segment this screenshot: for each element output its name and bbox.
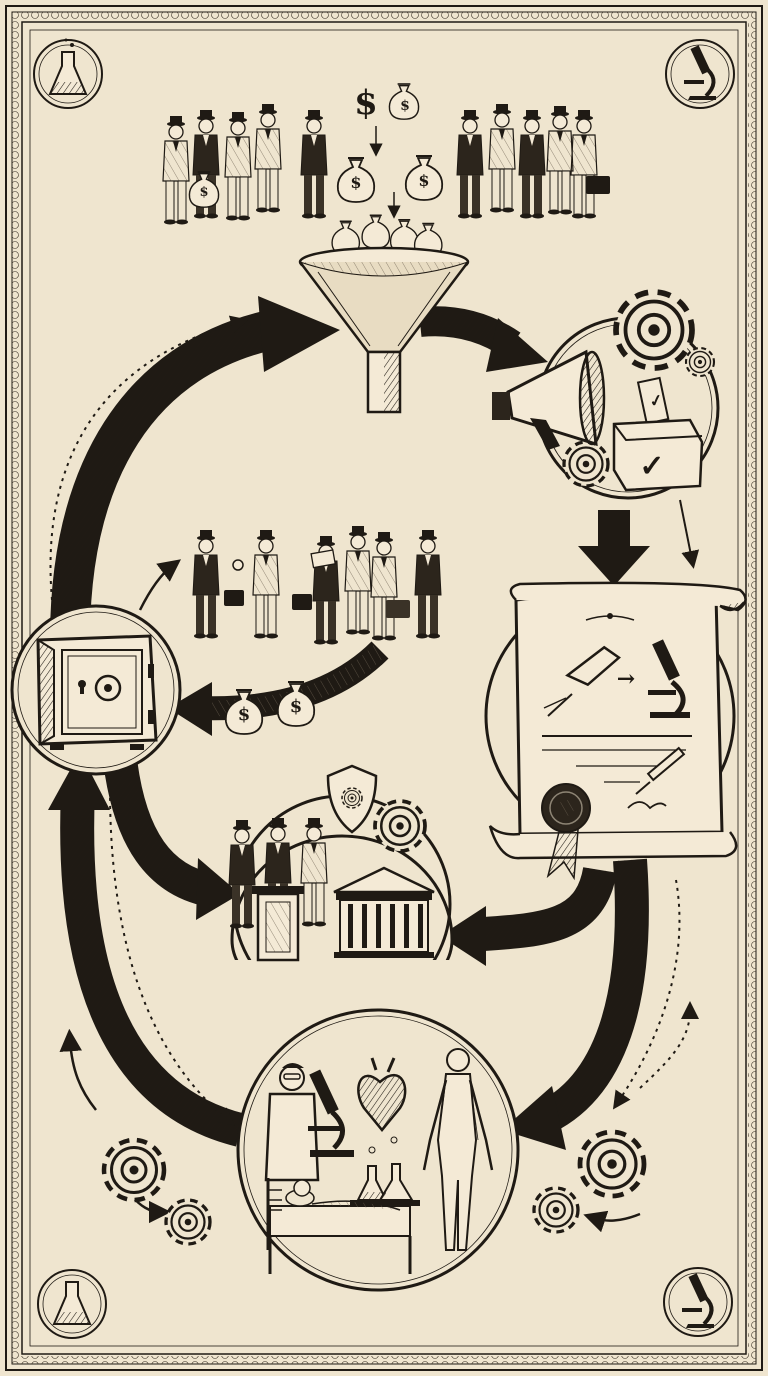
- safe-icon: [36, 634, 158, 750]
- check-mark: ✓: [648, 390, 665, 411]
- money-bags-icon: $ $ $ $ $: [188, 83, 444, 219]
- policy-medallion: →: [484, 581, 747, 881]
- dollar-sign: $: [400, 98, 410, 114]
- government-medallion: [226, 764, 460, 1020]
- syringe-icon: [627, 746, 686, 810]
- rocket-icon: [543, 645, 621, 717]
- briefcase-icon: [586, 176, 610, 194]
- campaign-medallion: ✓ ✓: [492, 292, 720, 500]
- dealmakers-handshake-group: [192, 525, 442, 646]
- gear-icon: [164, 1198, 212, 1246]
- hospital-bed-icon: [266, 1178, 412, 1274]
- briefcase-icon: [224, 590, 244, 606]
- gear-icon: [532, 1186, 580, 1234]
- gear-icon: [562, 440, 610, 488]
- scientist-figure: [264, 1063, 320, 1182]
- ballot-box-icon: ✓ ✓: [612, 376, 704, 492]
- dollar-sign: $: [290, 696, 303, 717]
- handshake-icon: [232, 559, 244, 571]
- microscope-icon: [648, 639, 690, 718]
- gear-icon: [580, 1132, 644, 1196]
- gear-icon: [373, 799, 427, 853]
- wax-seal-icon: [541, 783, 591, 881]
- flask-icon: [350, 1136, 420, 1206]
- corner-microscope-icon-bottom-right: [663, 1267, 733, 1337]
- gear-icon: [104, 1140, 164, 1200]
- money-bags-icon: $ $: [224, 681, 316, 735]
- dollar-sign: $: [350, 173, 361, 192]
- corner-flask-icon-bottom-left: [37, 1269, 107, 1339]
- arrow-icon: →: [617, 666, 635, 692]
- corner-microscope-icon-top-right: [665, 39, 735, 109]
- briefcase-icon: [292, 594, 312, 610]
- dollar-sign-large: $: [354, 83, 378, 123]
- megaphone-icon: [492, 349, 606, 450]
- dollar-sign: $: [238, 704, 251, 725]
- dollar-sign: $: [199, 185, 208, 200]
- briefcase-icon: [386, 600, 410, 618]
- gear-icon: [684, 346, 716, 378]
- dollar-sign: $: [418, 171, 429, 190]
- corner-flask-icon-top-left: [33, 38, 103, 109]
- scroll-icon: →: [488, 581, 747, 881]
- medicine-medallion: [236, 1008, 520, 1292]
- shield-icon: [326, 764, 378, 834]
- podium-icon: [252, 886, 304, 962]
- vault-medallion: [10, 604, 182, 776]
- heart-icon: [357, 1057, 407, 1132]
- gear-icon: [616, 292, 692, 368]
- donor-crowd: [162, 103, 610, 226]
- check-mark: ✓: [639, 449, 664, 484]
- microscope-icon: [308, 1069, 354, 1157]
- human-anatomy-figure: [422, 1048, 494, 1251]
- funnel-icon: [298, 214, 470, 414]
- capitol-icon: [333, 866, 435, 958]
- cycle-arrows: [48, 296, 700, 1233]
